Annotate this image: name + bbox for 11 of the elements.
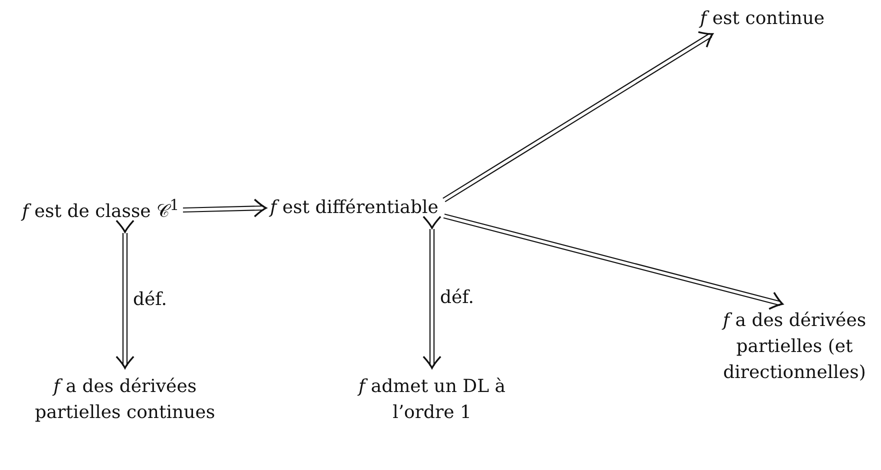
statement-text: f a des dérivées partielles continues [20, 374, 230, 426]
double-arrow [442, 214, 784, 310]
double-arrow [442, 31, 714, 202]
statement-text: f est de classe 𝒞$^{1}$ [22, 195, 180, 226]
double-arrow [182, 198, 267, 218]
statement-text: f est différentiable [270, 195, 438, 222]
double-arrow [116, 220, 134, 369]
statement-text: f est continue [700, 6, 825, 32]
statement-text: f a des dérivées partielles (et directionnelles) [712, 308, 877, 386]
double-arrow [422, 216, 442, 369]
statement-text: f admet un DL à l’ordre 1 [352, 374, 512, 426]
